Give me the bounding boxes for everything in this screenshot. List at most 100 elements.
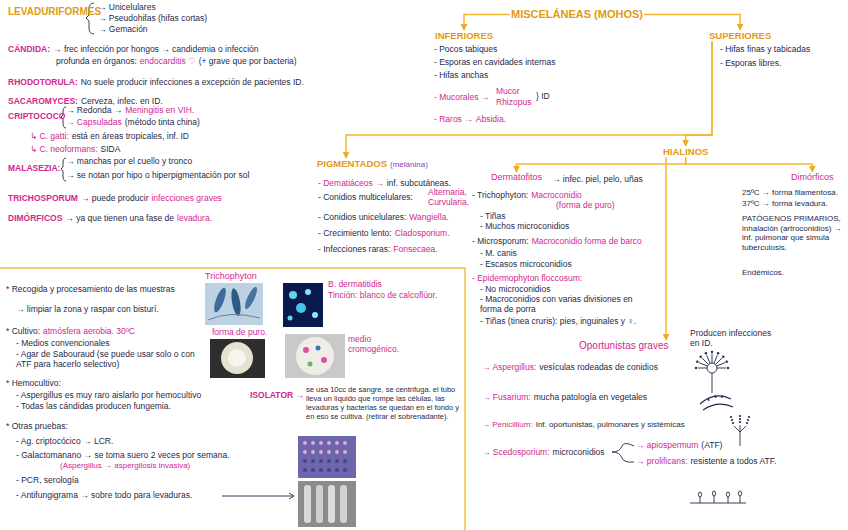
text-row: * Otras pruebas: bbox=[6, 421, 68, 431]
note-text: No suele producir infecciones a excepció… bbox=[81, 77, 304, 87]
text-row: - Conidios multicelulares: bbox=[318, 192, 413, 202]
text-row: Tinción: blanco de calcoflúor. bbox=[328, 290, 438, 300]
note-text: Meningitis en VIH. bbox=[125, 105, 194, 115]
text-row: - Tiñas bbox=[480, 211, 506, 221]
note-text: - Galactomanano → se toma suero 2 veces … bbox=[16, 450, 230, 460]
note-text: Inf. oportunistas, pulmonares y sistémic… bbox=[536, 420, 685, 430]
note-text: - Hifas finas y tabicadas bbox=[720, 44, 810, 54]
note-text: infecciones graves bbox=[151, 193, 221, 203]
note-text: inf. subcutáneas. bbox=[387, 178, 451, 188]
heading-node: MISCELÁNEAS (MOHOS) bbox=[510, 8, 644, 21]
connector-arrow bbox=[346, 41, 712, 158]
tubes-photo bbox=[298, 481, 356, 527]
text-row: - Ag. criptocócico → LCR. bbox=[16, 436, 113, 446]
note-text: - Ag. criptocócico → LCR. bbox=[16, 436, 113, 446]
text-row: → Penicillium:Inf. oportunistas, pulmona… bbox=[482, 420, 685, 430]
text-row: - Microsporum:Macroconidio forma de barc… bbox=[472, 236, 654, 246]
heading-node: INFERIORES bbox=[434, 30, 494, 41]
note-text: 37ºC → forma levadura. bbox=[742, 199, 828, 209]
text-row: → Fusarium:mucha patología en vegetales bbox=[482, 392, 647, 402]
heading-node: Dermatofitos bbox=[490, 172, 543, 183]
text-row: SACAROMYCES:Cerveza, infec. en ID. bbox=[8, 96, 163, 106]
text-row: → Pseudohifas (hifas cortas) bbox=[98, 13, 207, 23]
text-row: - M. canis bbox=[480, 248, 517, 258]
note-text: está en áreas tropicales, inf. ID bbox=[72, 131, 189, 141]
note-text: - No microconidios bbox=[480, 284, 550, 294]
text-row: ISOLATOR → bbox=[250, 390, 304, 400]
text-row: - Raros →Absidia. bbox=[434, 114, 506, 124]
note-text: - Aspergillus es muy raro aislarlo por h… bbox=[16, 390, 201, 400]
note-text: - Dematiáceos → bbox=[318, 178, 384, 188]
text-row: profunda en órganos:endocarditis ♡(+ gra… bbox=[56, 56, 297, 66]
text-row: → Scedosporium:microconidios bbox=[482, 447, 605, 457]
note-text: → prolificans: bbox=[636, 456, 688, 466]
note-text: Producen infecciones en ID. bbox=[690, 328, 780, 348]
note-text: - Raros → bbox=[434, 114, 473, 124]
note-text: - Crecimiento lento: bbox=[318, 228, 392, 238]
text-row: forma de puro. bbox=[212, 327, 267, 337]
note-text: → frec infección por hongos → candidemia… bbox=[53, 44, 259, 54]
note-text: - M. canis bbox=[480, 248, 517, 258]
text-row: - Hifas finas y tabicadas bbox=[720, 44, 810, 54]
note-text: Curvularia. bbox=[428, 197, 469, 207]
text-row: - Macroconidios con varias divisiones en… bbox=[480, 294, 650, 314]
text-row: (forma de puro) bbox=[556, 200, 615, 210]
note-text: * Recogida y procesamiento de las muestr… bbox=[6, 284, 175, 294]
note-text: TRICHOSPORUM bbox=[8, 193, 78, 203]
note-text: - Medios convencionales bbox=[16, 338, 110, 348]
text-row: medio cromogénico. bbox=[348, 334, 408, 354]
note-text: - Conidios multicelulares: bbox=[318, 192, 413, 202]
connector-arrow bbox=[665, 157, 667, 340]
note-text: Tinción: blanco de calcoflúor. bbox=[328, 290, 437, 300]
note-text: - Esporas en cavidades internas bbox=[434, 57, 555, 67]
heading-node: SUPERIORES bbox=[708, 30, 772, 41]
text-row: 37ºC → forma levadura. bbox=[742, 199, 828, 209]
note-text: MALASEZIA: bbox=[8, 163, 60, 173]
trichophyton-photo bbox=[205, 283, 263, 325]
note-text: Fonsecaea. bbox=[393, 244, 437, 254]
panel-divider bbox=[0, 268, 465, 530]
note-text: Macroconidio bbox=[531, 190, 582, 200]
note-text: - Macroconidios con varias divisiones en… bbox=[480, 294, 650, 314]
text-row: Producen infecciones en ID. bbox=[690, 328, 780, 348]
note-text: → apiospermum bbox=[636, 440, 698, 450]
text-row: → Unicelulares bbox=[98, 2, 156, 12]
text-row: * Hemocultivo: bbox=[6, 378, 61, 388]
note-text: - Escasos microconidios bbox=[480, 259, 572, 269]
note-text: - Microsporum: bbox=[472, 236, 529, 246]
text-row: 25ºC → forma filamentosa. bbox=[742, 188, 838, 198]
note-text: - Esporas libres. bbox=[720, 58, 781, 68]
note-text: resistente a todos ATF. bbox=[691, 456, 777, 466]
note-text: endocarditis ♡ bbox=[140, 56, 196, 66]
note-text: (ATF) bbox=[701, 440, 722, 450]
note-text: Mucor bbox=[496, 86, 520, 96]
note-text: se usa 10cc de sangre, se centrifuga. el… bbox=[306, 385, 462, 421]
note-text: → se notan por hipo o hiperpigmentación … bbox=[66, 170, 249, 180]
text-row: RHODOTORULA:No suele producir infeccione… bbox=[8, 77, 304, 87]
aspergillus-sketch bbox=[695, 351, 729, 393]
leader-arrow bbox=[222, 493, 294, 499]
text-row: - Esporas en cavidades internas bbox=[434, 57, 555, 67]
text-row: → apiospermum(ATF) bbox=[636, 440, 722, 450]
connector-arrow bbox=[517, 157, 686, 172]
fusarium-sketch bbox=[700, 395, 733, 410]
note-text: Alternaria, bbox=[428, 187, 467, 197]
note-text: → Unicelulares bbox=[98, 2, 156, 12]
text-row: - Aspergillus es muy raro aislarlo por h… bbox=[16, 390, 201, 400]
text-row: CÁNDIDA:→ frec infección por hongos → ca… bbox=[8, 44, 259, 54]
note-text: SIDA bbox=[101, 144, 121, 154]
text-row: - Todas las cándidas producen fungemia. bbox=[16, 401, 171, 411]
text-row: → Redonda →Meningitis en VIH. bbox=[66, 105, 194, 115]
note-text: levadura. bbox=[177, 213, 212, 223]
note-text: Endémicos. bbox=[742, 268, 784, 278]
heading-node: Dimórficos bbox=[790, 172, 835, 183]
fluorescence-photo bbox=[283, 283, 323, 327]
note-text: → puede producir bbox=[81, 193, 149, 203]
text-row: Curvularia. bbox=[428, 197, 469, 207]
text-row: - Agar de Sabouraud (se puede usar solo … bbox=[16, 349, 201, 369]
note-text: Rhizopus bbox=[496, 97, 531, 107]
text-row: DIMÓRFICOS→ ya que tienen una fase delev… bbox=[8, 213, 212, 223]
text-row: - Infecciones raras:Fonsecaea. bbox=[318, 244, 438, 254]
node-text: (melanina) bbox=[390, 160, 428, 170]
note-text: - PCR, serología bbox=[16, 475, 79, 485]
